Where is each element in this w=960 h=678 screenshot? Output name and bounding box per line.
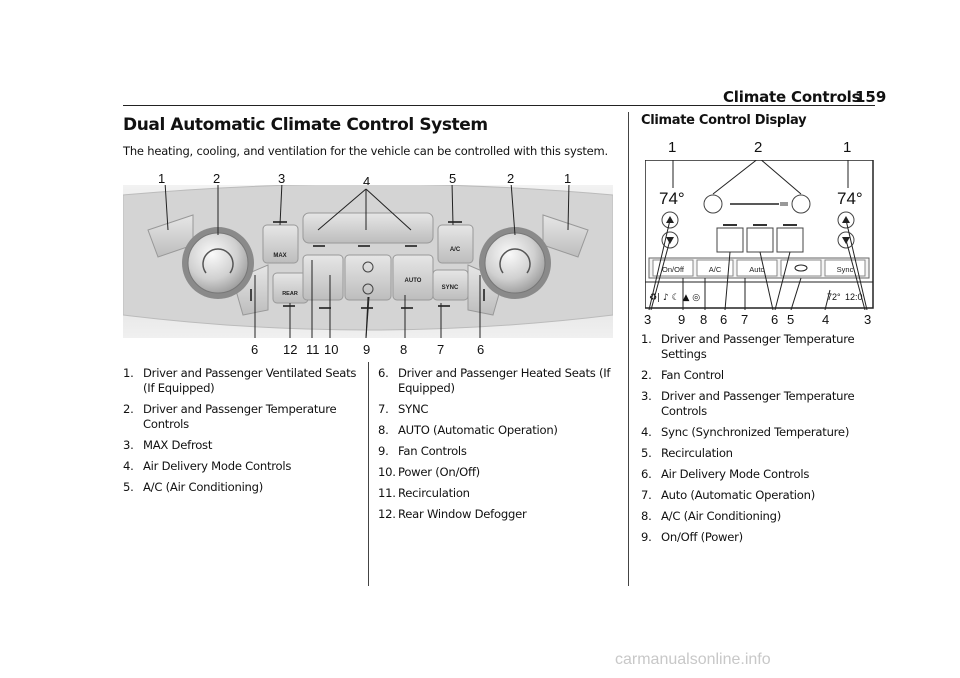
callout-bottom-7: 7 [437, 342, 445, 357]
legend-list-a: 1.Driver and Passenger Ventilated Seats … [123, 366, 358, 501]
climate-display-illustration: 74° 74° On/Off A/C Auto Sync ♻| ♪ ☾ ▲ ◎ … [645, 160, 874, 310]
running-header-section: Climate Controls [723, 88, 861, 106]
display-callout-6b: 6 [771, 312, 779, 327]
list-item: 12.Rear Window Defogger [378, 507, 527, 521]
callout-bottom-11: 11 [306, 342, 320, 357]
recirculation-icon[interactable] [794, 264, 808, 272]
callout-bottom-10: 10 [324, 342, 339, 357]
temp-right: 74° [837, 189, 863, 208]
temp-left: 74° [659, 189, 685, 208]
display-section-title: Climate Control Display [641, 113, 807, 128]
onoff-button[interactable]: On/Off [662, 265, 685, 274]
list-item: 9.Fan Controls [378, 444, 467, 458]
climate-panel-illustration: MAX REAR AUTO A/C SYNC [123, 185, 613, 339]
display-callout-5: 5 [787, 312, 795, 327]
sync-label: SYNC [442, 285, 459, 291]
column-divider-1 [368, 362, 369, 586]
callout-top-3: 3 [278, 171, 286, 186]
callout-top-4: 4 [363, 174, 371, 189]
display-callout-9: 9 [678, 312, 686, 327]
callout-bottom-6: 6 [251, 342, 259, 357]
display-callout-top-2: 2 [754, 139, 763, 156]
auto-label: AUTO [405, 278, 422, 284]
status-time: 12:0 [845, 292, 863, 302]
list-item: 5.Recirculation [641, 446, 733, 460]
list-item: 10.Power (On/Off) [378, 465, 480, 479]
display-callout-7: 7 [741, 312, 749, 327]
auto-button[interactable]: Auto [749, 265, 764, 274]
section-title: Dual Automatic Climate Control System [123, 115, 488, 135]
callout-bottom-9: 9 [363, 342, 371, 357]
list-item: 9.On/Off (Power) [641, 530, 743, 544]
callout-bottom-6b: 6 [477, 342, 485, 357]
display-callout-3b: 3 [864, 312, 872, 327]
display-callout-6: 6 [720, 312, 728, 327]
column-divider-2 [628, 112, 629, 586]
callout-top-2b: 2 [507, 171, 515, 186]
list-item: 7.SYNC [378, 402, 429, 416]
list-item: 11.Recirculation [378, 486, 470, 500]
list-item: 7.Auto (Automatic Operation) [641, 488, 815, 502]
display-callout-8: 8 [700, 312, 708, 327]
status-icons: ♻| ♪ ☾ ▲ ◎ [649, 293, 700, 303]
list-item: 3.MAX Defrost [123, 438, 213, 452]
list-item: 5.A/C (Air Conditioning) [123, 480, 264, 494]
list-item: 4.Sync (Synchronized Temperature) [641, 425, 850, 439]
list-item: 8.AUTO (Automatic Operation) [378, 423, 558, 437]
display-callout-4: 4 [822, 312, 830, 327]
list-item: 2.Driver and Passenger Temperature Contr… [123, 402, 337, 431]
watermark: carmanualsonline.info [615, 651, 771, 668]
list-item: 6.Air Delivery Mode Controls [641, 467, 810, 481]
list-item: 6.Driver and Passenger Heated Seats (If … [378, 366, 611, 395]
list-item: 4.Air Delivery Mode Controls [123, 459, 292, 473]
sync-button[interactable]: Sync [837, 265, 854, 274]
display-callout-top-1b: 1 [843, 139, 852, 156]
status-temp: 72° [827, 292, 841, 302]
callout-bottom-8: 8 [400, 342, 408, 357]
callout-top-2: 2 [213, 171, 221, 186]
list-item: 8.A/C (Air Conditioning) [641, 509, 782, 523]
rear-label: REAR [282, 291, 298, 297]
callout-top-1: 1 [158, 171, 166, 186]
callout-top-5: 5 [449, 171, 457, 186]
callout-bottom-12: 12 [283, 342, 298, 357]
callout-top-1b: 1 [564, 171, 572, 186]
page-number: 159 [855, 88, 887, 106]
ac-label: A/C [450, 247, 461, 253]
list-item: 3.Driver and Passenger Temperature Contr… [641, 389, 855, 418]
list-item: 2.Fan Control [641, 368, 724, 382]
legend-list-b: 6.Driver and Passenger Heated Seats (If … [378, 366, 618, 528]
display-callout-3: 3 [644, 312, 652, 327]
list-item: 1.Driver and Passenger Temperature Setti… [641, 332, 855, 361]
max-label: MAX [273, 253, 286, 259]
intro-paragraph: The heating, cooling, and ventilation fo… [123, 144, 608, 158]
ac-button[interactable]: A/C [709, 265, 722, 274]
list-item: 1.Driver and Passenger Ventilated Seats … [123, 366, 357, 395]
display-callout-top-1: 1 [668, 139, 677, 156]
header-rule [123, 105, 875, 106]
display-legend-list: 1.Driver and Passenger Temperature Setti… [641, 332, 873, 551]
